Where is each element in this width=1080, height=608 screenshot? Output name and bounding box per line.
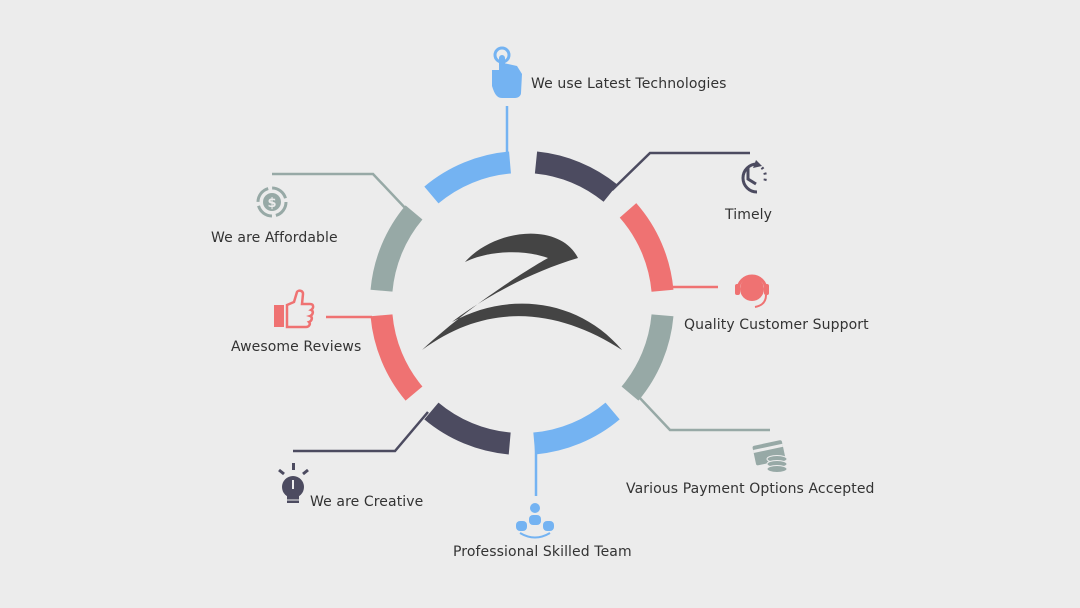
thumbs-up-icon bbox=[274, 289, 315, 329]
feature-label-affordable: We are Affordable bbox=[211, 230, 338, 246]
connector-creative bbox=[293, 411, 429, 453]
headset-support-icon bbox=[735, 274, 769, 308]
arc-team bbox=[533, 402, 620, 455]
feature-label-timely: Timely bbox=[725, 207, 773, 223]
connector-affordable bbox=[272, 172, 408, 211]
credit-card-coins-icon bbox=[752, 440, 788, 473]
team-icon bbox=[516, 503, 554, 539]
arc-affordable bbox=[370, 205, 423, 292]
arc-creative bbox=[424, 402, 511, 455]
z-logo-icon bbox=[422, 233, 622, 350]
dollar-cycle-icon: $ bbox=[256, 186, 288, 218]
feature-label-support: Quality Customer Support bbox=[684, 317, 869, 333]
pointer-hand-icon bbox=[492, 46, 522, 98]
feature-label-creative: We are Creative bbox=[310, 494, 424, 510]
connector-payment bbox=[637, 395, 770, 432]
lightbulb-icon bbox=[278, 463, 309, 503]
connector-timely bbox=[611, 151, 750, 191]
feature-label-payment: Various Payment Options Accepted bbox=[626, 481, 875, 497]
feature-label-team: Professional Skilled Team bbox=[453, 544, 632, 560]
clock-icon bbox=[741, 160, 767, 194]
feature-label-reviews: Awesome Reviews bbox=[231, 339, 362, 355]
arc-timely bbox=[534, 151, 618, 202]
svg-text:$: $ bbox=[267, 196, 276, 211]
arc-support bbox=[619, 203, 674, 292]
arc-reviews bbox=[370, 314, 423, 401]
arc-payment bbox=[621, 314, 674, 401]
arc-technologies bbox=[424, 151, 512, 204]
feature-label-technologies: We use Latest Technologies bbox=[531, 76, 727, 92]
